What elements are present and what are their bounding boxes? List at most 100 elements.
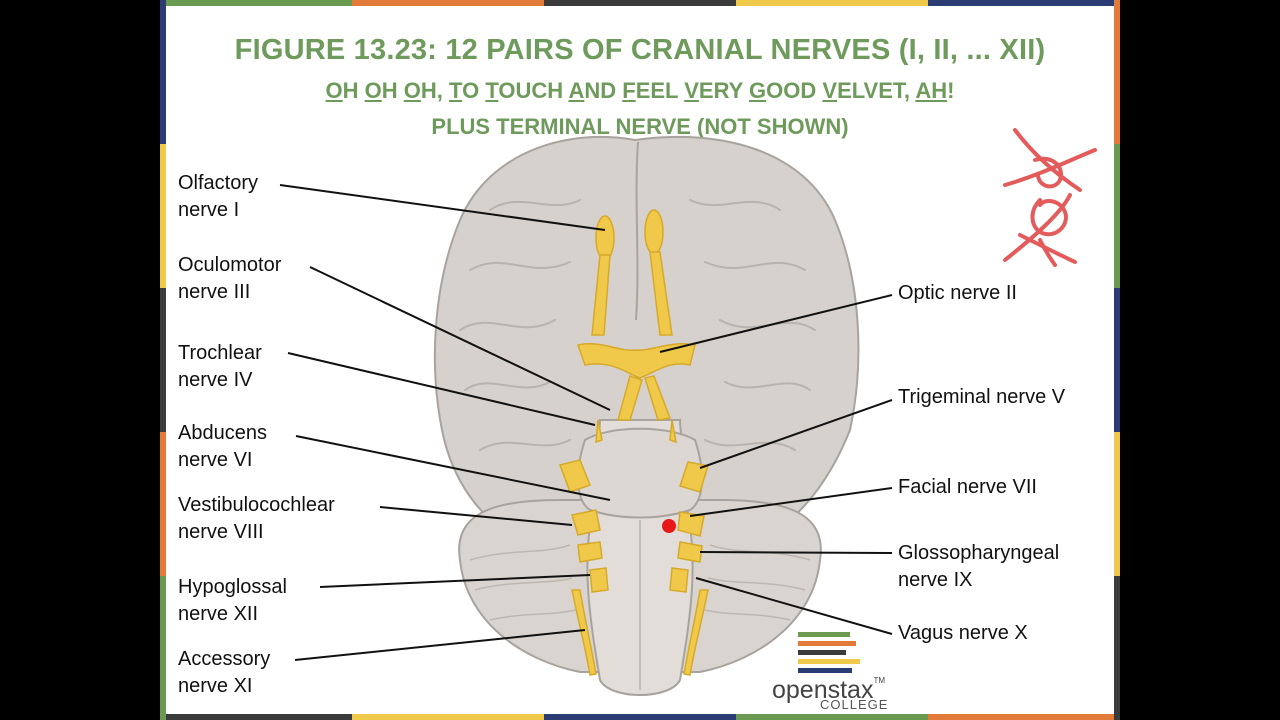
mnemonic-segment: ERY	[698, 78, 750, 103]
label-line: nerve XII	[178, 603, 259, 625]
label-line: Glossopharyngeal	[898, 542, 1060, 564]
openstax-logo-sub: COLLEGE	[820, 697, 889, 712]
cranial-nerves	[559, 209, 709, 676]
label-line: Abducens	[178, 422, 267, 444]
mnemonic-segment: O	[462, 78, 486, 103]
label-line: nerve XI	[178, 675, 253, 697]
slide: FIGURE 13.23: 12 PAIRS OF CRANIAL NERVES…	[160, 0, 1120, 720]
label-line: Olfactory	[178, 172, 259, 194]
label-glossopharyngeal: Glossopharyngeal nerve IX	[898, 540, 1059, 594]
label-hypoglossal: Hypoglossal nerve XII	[178, 574, 287, 628]
frame-bar	[544, 714, 736, 720]
mnemonic-segment: V	[684, 78, 699, 103]
label-line: Oculomotor	[178, 254, 282, 276]
openstax-logo-stripes	[798, 632, 860, 673]
label-line: Accessory	[178, 648, 271, 670]
mnemonic-segment: T	[485, 78, 499, 103]
leader-oculomotor	[309, 266, 611, 411]
frame-bar	[352, 0, 544, 6]
frame-bar	[160, 288, 166, 432]
frame-bar	[1114, 0, 1120, 144]
label-trigeminal: Trigeminal nerve V	[898, 384, 1065, 411]
leader-abducens	[295, 435, 611, 501]
handwritten-scribble	[1003, 128, 1097, 267]
mnemonic-segment: OUCH	[498, 78, 569, 103]
label-olfactory: Olfactory nerve I	[178, 170, 258, 224]
gyri	[459, 199, 816, 451]
mnemonic-segment: EEL	[635, 78, 685, 103]
longitudinal-fissure	[635, 141, 639, 321]
mnemonic-segment: H	[381, 78, 404, 103]
frame-bar	[160, 714, 352, 720]
mnemonic-segment: T	[449, 78, 463, 103]
mnemonic-segment: H,	[420, 78, 450, 103]
label-line: nerve VIII	[178, 521, 264, 543]
leader-facial	[689, 487, 893, 517]
leader-olfactory	[279, 184, 606, 231]
label-line: Vagus nerve X	[898, 622, 1028, 644]
label-line: Optic nerve II	[898, 282, 1017, 304]
mnemonic-segment: O	[364, 78, 382, 103]
frame-bar	[928, 714, 1120, 720]
mnemonic-line: OH OH OH, TO TOUCH AND FEEL VERY GOOD VE…	[160, 78, 1120, 104]
leader-glossopharyngeal	[699, 551, 893, 554]
label-line: Trigeminal nerve V	[898, 386, 1066, 408]
mnemonic-segment: H	[342, 78, 365, 103]
label-line: nerve I	[178, 199, 240, 221]
mnemonic-segment: V	[822, 78, 838, 103]
label-line: nerve III	[178, 281, 251, 303]
leader-lines	[279, 184, 893, 661]
leader-vagus	[695, 577, 893, 635]
frame-bar	[160, 432, 166, 576]
frame-bar	[1114, 288, 1120, 432]
mnemonic-segment: O	[325, 78, 343, 103]
label-optic: Optic nerve II	[898, 280, 1017, 307]
mnemonic-segment: O	[403, 78, 421, 103]
leader-accessory	[294, 629, 586, 661]
mnemonic-segment: AH	[915, 78, 948, 103]
pons	[577, 427, 703, 519]
leader-trochlear	[287, 352, 596, 426]
frame-bar	[160, 576, 166, 720]
slide-title: FIGURE 13.23: 12 PAIRS OF CRANIAL NERVES…	[234, 34, 1046, 66]
label-line: Hypoglossal	[178, 576, 287, 598]
mnemonic-segment: A	[568, 78, 585, 103]
terminal-nerve-note: PLUS TERMINAL NERVE (NOT SHOWN)	[431, 114, 849, 139]
leader-vestibulocochlear	[379, 506, 573, 526]
label-line: Facial nerve VII	[898, 476, 1037, 498]
cerebellum-folia	[469, 544, 811, 621]
frame-bar	[736, 0, 928, 6]
frame-bar	[160, 144, 166, 288]
label-facial: Facial nerve VII	[898, 474, 1037, 501]
frame-bar	[352, 714, 544, 720]
label-line: Trochlear	[178, 342, 262, 364]
frame-bar	[544, 0, 736, 6]
mnemonic-segment: OOD	[766, 78, 823, 103]
mnemonic-segment: F	[622, 78, 636, 103]
mnemonic-segment: ELVET,	[837, 78, 916, 103]
frame-bar	[1114, 432, 1120, 576]
frame-bar	[160, 0, 352, 6]
leader-optic	[659, 294, 893, 353]
label-oculomotor: Oculomotor nerve III	[178, 252, 281, 306]
frame-bar	[736, 714, 928, 720]
leader-trigeminal	[699, 399, 893, 469]
pointer-dot	[662, 519, 676, 533]
frame-bar	[928, 0, 1120, 6]
label-vagus: Vagus nerve X	[898, 620, 1028, 647]
label-line: nerve IX	[898, 569, 973, 591]
mnemonic-segment: ND	[584, 78, 623, 103]
label-vestibulocochlear: Vestibulocochlear nerve VIII	[178, 492, 335, 546]
mnemonic-segment: !	[947, 78, 955, 103]
brain-diagram	[279, 128, 1097, 696]
label-line: Vestibulocochlear	[178, 494, 335, 516]
label-trochlear: Trochlear nerve IV	[178, 340, 262, 394]
leader-hypoglossal	[319, 574, 591, 588]
frame-bar	[1114, 576, 1120, 720]
label-accessory: Accessory nerve XI	[178, 646, 270, 700]
openstax-logo: openstaxTM	[772, 676, 886, 704]
label-line: nerve IV	[178, 369, 253, 391]
frame-bar	[160, 0, 166, 144]
